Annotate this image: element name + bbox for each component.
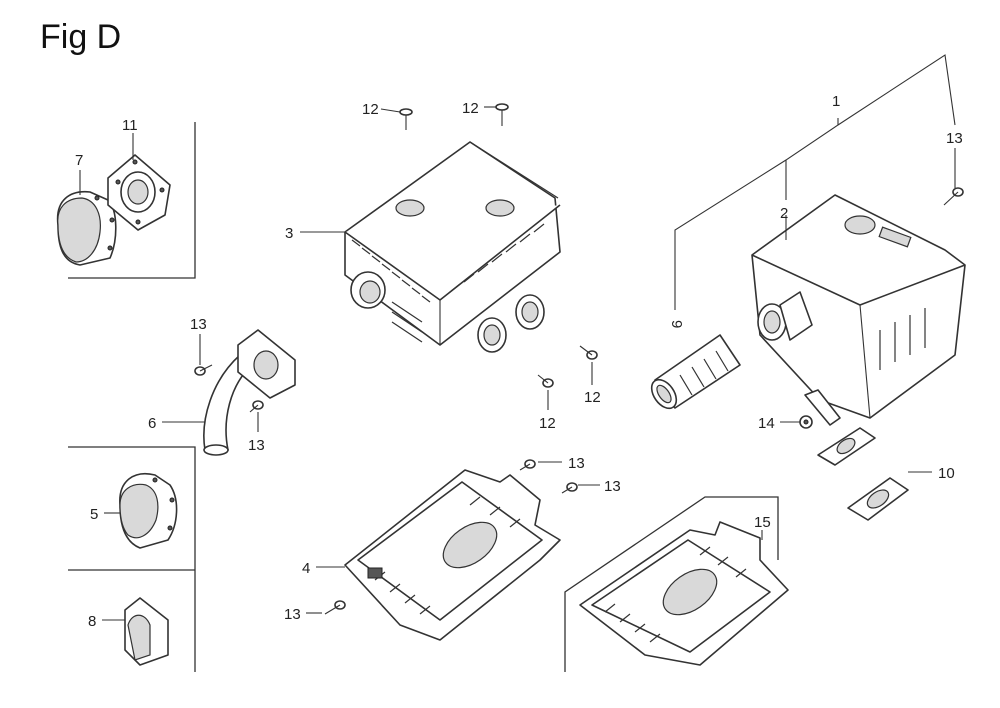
callout-1: 1: [832, 93, 840, 110]
callout-10: 10: [938, 465, 955, 482]
bolt-13d: [519, 459, 536, 471]
callout-13a: 13: [946, 130, 963, 147]
callout-8: 8: [88, 613, 96, 630]
part-3-muffler-cover: [344, 141, 561, 353]
group-frames: [68, 122, 779, 672]
callout-4: 4: [302, 560, 310, 577]
bolt-13c: [249, 400, 264, 413]
muffler-outlet-gasket: [817, 427, 876, 466]
bolts: [194, 103, 964, 615]
callout-13e: 13: [604, 478, 621, 495]
callout-6: 6: [148, 415, 156, 432]
bolt-13e: [561, 482, 578, 494]
part-8-deflector: [124, 597, 169, 666]
part-15-lower-tray: [579, 521, 789, 666]
callout-13c: 13: [248, 437, 265, 454]
callout-12c: 12: [539, 415, 556, 432]
callout-13b: 13: [190, 316, 207, 333]
leader-lines: [79, 54, 956, 621]
part-6-exhaust-pipe: [203, 329, 296, 456]
part-5-end-cap: [119, 473, 178, 549]
callout-3: 3: [285, 225, 293, 242]
figure-title: Fig D: [40, 18, 122, 56]
bolt-12d: [579, 345, 598, 360]
callout-14: 14: [758, 415, 775, 432]
callout-5: 5: [90, 506, 98, 523]
part-11-flange-gasket: [107, 154, 171, 231]
bolt-12c: [537, 374, 554, 388]
bolt-13b: [194, 364, 213, 376]
callouts: 1 2 3 4 5 6 7 8 9 10 11 12 12 12 12 13 1…: [75, 93, 963, 630]
callout-12a: 12: [362, 101, 379, 118]
callout-9: 9: [668, 320, 685, 328]
bolt-12b: [495, 103, 509, 126]
part-14-nut: [799, 415, 813, 429]
part-7-end-cap: [56, 191, 117, 266]
callout-7: 7: [75, 152, 83, 169]
callout-13d: 13: [568, 455, 585, 472]
bolt-12a: [399, 108, 413, 130]
frame-top-left: [68, 122, 196, 279]
callout-15: 15: [754, 514, 771, 531]
part-9-spark-arrester: [650, 334, 741, 410]
callout-11: 11: [122, 117, 138, 134]
part-4-bottom-tray: [344, 469, 561, 641]
bolt-13f: [324, 600, 346, 615]
callout-13f: 13: [284, 606, 301, 623]
part-2-muffler-body: [751, 194, 966, 426]
callout-12d: 12: [584, 389, 601, 406]
callout-12b: 12: [462, 100, 479, 117]
frame-bottom-right: [564, 496, 779, 672]
bolt-13a: [943, 187, 964, 206]
part-10-gasket: [847, 477, 909, 521]
callout-2: 2: [780, 205, 788, 222]
frame-bottom-left: [68, 446, 196, 672]
